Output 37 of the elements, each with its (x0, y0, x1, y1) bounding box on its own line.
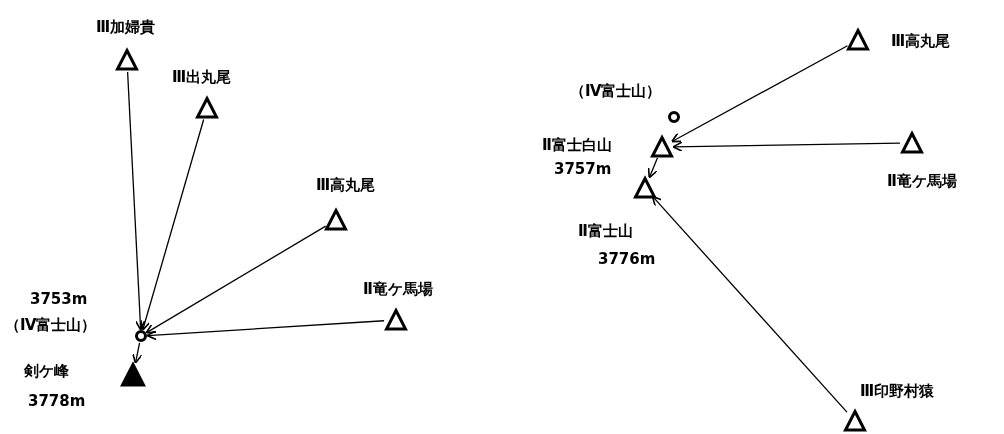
triangulation-point-triangle (385, 309, 407, 331)
point-label: Ⅱ富士山 (578, 222, 633, 241)
point-label: Ⅱ富士白山 (542, 136, 612, 155)
point-label: Ⅱ竜ケ馬場 (887, 172, 957, 191)
point-label: （Ⅳ富士山） (570, 82, 662, 101)
arrow (146, 320, 385, 341)
arrow (140, 118, 205, 331)
triangulation-point-triangle (844, 410, 866, 432)
triangulation-point-triangle (325, 209, 347, 231)
elevation-label: 3778m (28, 392, 86, 411)
elevation-label: 3753m (30, 290, 88, 309)
arrow (672, 141, 901, 152)
arrow (145, 225, 327, 334)
point-label: Ⅲ出丸尾 (172, 68, 232, 87)
elevation-label: 3757m (554, 160, 612, 179)
point-label: Ⅲ印野村猿 (860, 382, 935, 401)
arrow (651, 195, 848, 413)
survey-point-circle (668, 111, 680, 123)
triangulation-point-triangle (196, 97, 218, 119)
triangulation-point-triangle (847, 29, 869, 51)
point-label: （Ⅳ富士山） (5, 316, 97, 335)
point-label: 剣ケ峰 (24, 362, 69, 381)
triangulation-point-triangle (901, 132, 923, 154)
arrow (126, 71, 146, 331)
triangulation-point-triangle (116, 49, 138, 71)
point-label: Ⅲ高丸尾 (891, 32, 951, 51)
summit-triangle (121, 363, 145, 387)
point-label: Ⅱ竜ケ馬場 (363, 280, 433, 299)
arrow (132, 342, 143, 364)
triangulation-point-triangle (651, 136, 673, 158)
triangulation-point-triangle (634, 177, 656, 199)
arrow (670, 45, 849, 143)
arrow (647, 157, 659, 179)
elevation-label: 3776m (598, 250, 656, 269)
point-label: Ⅲ高丸尾 (316, 176, 376, 195)
point-label: Ⅲ加婦貴 (96, 18, 156, 37)
survey-point-circle (135, 330, 147, 342)
